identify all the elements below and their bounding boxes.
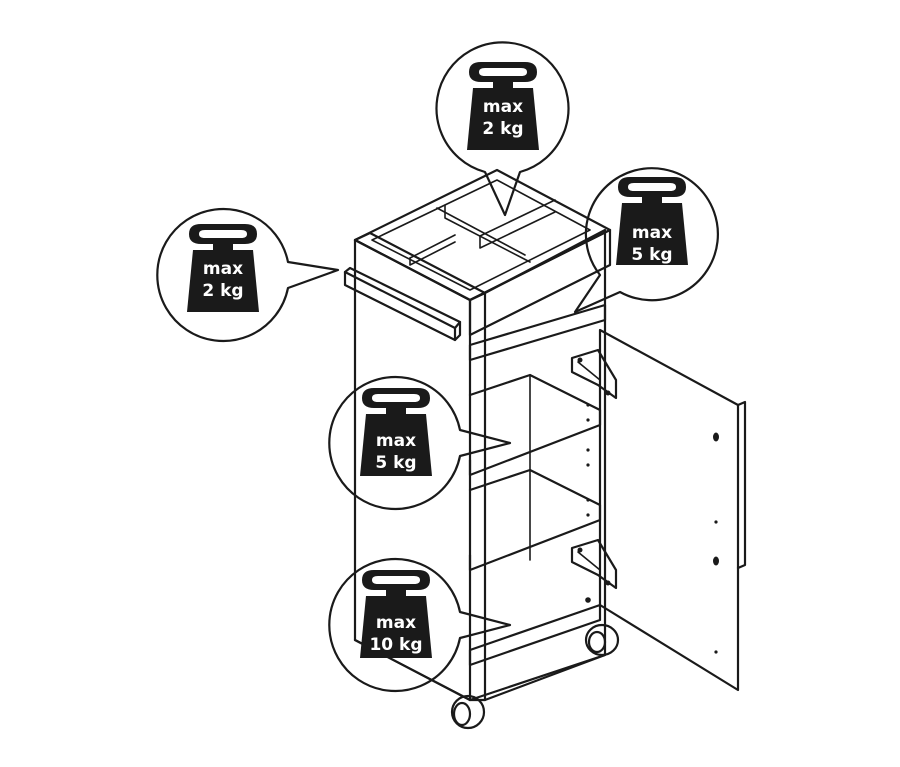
side-handle [343,266,462,342]
callout-handle-value: 2 kg [202,281,243,301]
caster-front [450,694,486,730]
shelf-bottom [468,603,602,667]
shelf-pin-holes [585,403,591,603]
shelf-2 [468,373,602,477]
caster-back [584,623,620,657]
callout-bottom-shelf: max 10 kg [328,557,512,693]
callout-bottom-shelf-label: max [376,613,416,633]
cabinet [343,168,747,730]
callout-top-shelf-value: 5 kg [631,245,672,265]
callout-top-shelf: max 5 kg [573,167,719,314]
callout-handle: max 2 kg [156,207,340,343]
callout-handle-label: max [203,259,243,279]
lower-hinge [570,538,618,590]
callout-middle-shelf-label: max [376,431,416,451]
callout-tray: max 2 kg [435,41,570,217]
upper-hinge [570,348,618,400]
shelf-1 [468,303,607,362]
callout-top-shelf-label: max [632,223,672,243]
callout-bottom-shelf-value: 10 kg [369,635,422,655]
callout-middle-shelf-value: 5 kg [375,453,416,473]
callout-tray-value: 2 kg [482,119,523,139]
cabinet-door [598,328,747,692]
callout-tray-label: max [483,97,523,117]
callout-middle-shelf: max 5 kg [328,375,512,511]
top-tray [353,168,612,337]
